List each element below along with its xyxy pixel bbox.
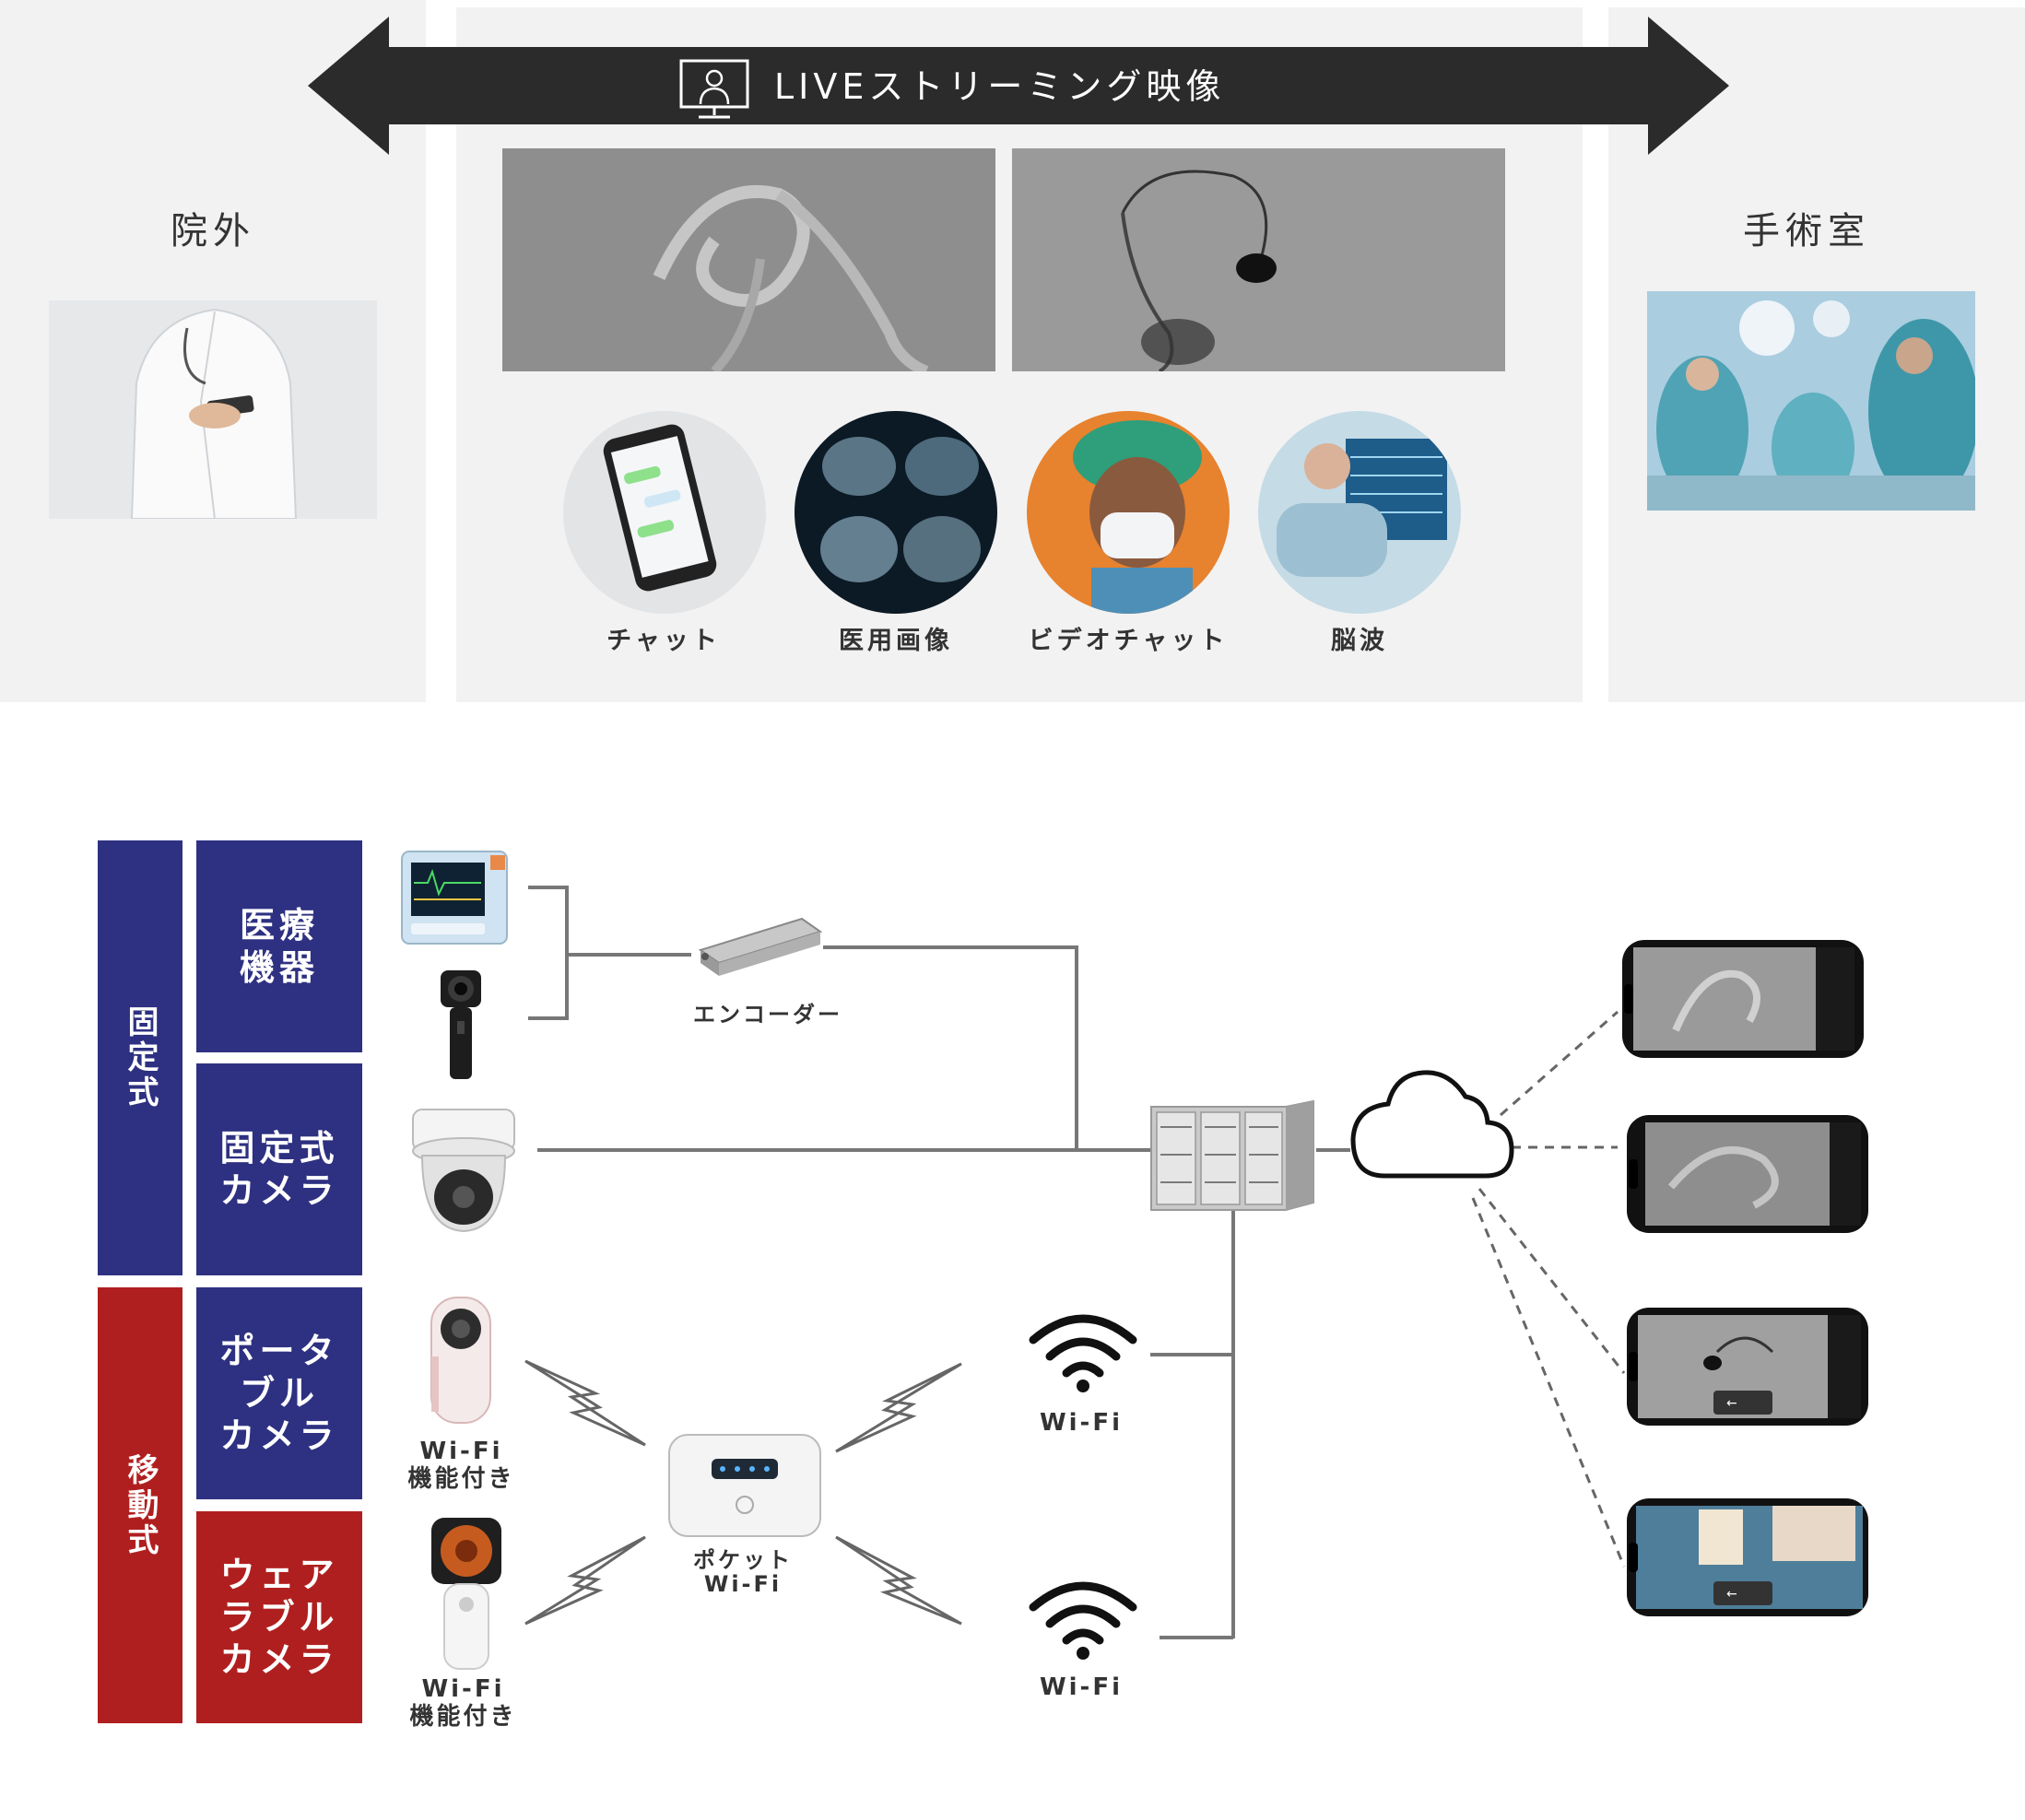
wifi-feature-label-1: Wi-Fi 機能付き [407,1438,515,1493]
doctor-photo [49,300,377,519]
svg-text:←: ← [1726,1396,1737,1411]
circle-label-eeg: 脳波 [1331,627,1388,655]
monitor-doctor-icon [679,59,749,119]
wifi-icon [1029,1314,1137,1392]
phone-screen-angiogram-1 [1622,940,1864,1058]
pocket-wifi-label: ポケット Wi-Fi [693,1547,793,1597]
outside-heading: 院外 [171,210,255,252]
portable-camera-block: ポータ ブル カメラ [196,1287,362,1499]
angiogram-image-2 [1012,148,1505,371]
circle-label-chat: チャット [606,627,721,655]
encoder-device-icon [698,917,823,976]
portable-camera-icon [430,1297,491,1424]
server-rack-icon [1150,1099,1314,1211]
fixed-camera-block: 固定式 カメラ [196,1063,362,1275]
phone-screen-surgery: ← [1627,1498,1868,1616]
pocket-wifi-router-icon [668,1434,821,1537]
patient-monitor-icon [401,851,508,945]
phone-screen-angiogram-2 [1627,1115,1868,1233]
phone-screen-angiogram-3: ← [1627,1308,1868,1426]
mobile-category-label: 移動式 [122,1452,159,1558]
chat-circle-image [563,411,766,614]
surgery-photo [1647,291,1975,511]
medical-image-circle [795,411,997,614]
cloud-icon [1350,1070,1514,1179]
circle-label-video-chat: ビデオチャット [1028,627,1229,655]
fixed-category-block: 固定式 [98,840,182,1275]
wifi-label-2: Wi-Fi [1039,1673,1124,1701]
medical-device-block: 医療 機器 [196,840,362,1052]
angiogram-image-1 [502,148,995,371]
live-streaming-label: LIVEストリーミング映像 [774,66,1226,107]
thermal-camera-icon [441,970,481,1079]
dome-camera-icon [412,1109,515,1233]
video-chat-circle-image [1027,411,1230,614]
fixed-category-label: 固定式 [122,1005,159,1110]
svg-text:←: ← [1726,1587,1737,1602]
circle-label-medical-image: 医用画像 [839,627,953,655]
live-streaming-arrow [308,17,1729,155]
encoder-label: エンコーダー [693,1002,842,1027]
wearable-camera-icon [431,1518,501,1670]
eeg-circle-image [1258,411,1461,614]
mobile-category-block: 移動式 [98,1287,182,1723]
or-heading: 手術室 [1743,210,1870,252]
wearable-camera-block: ウェア ラブル カメラ [196,1511,362,1723]
wifi-label-1: Wi-Fi [1039,1409,1124,1437]
wifi-feature-label-2: Wi-Fi 機能付き [409,1675,517,1731]
wifi-icon [1029,1581,1137,1660]
